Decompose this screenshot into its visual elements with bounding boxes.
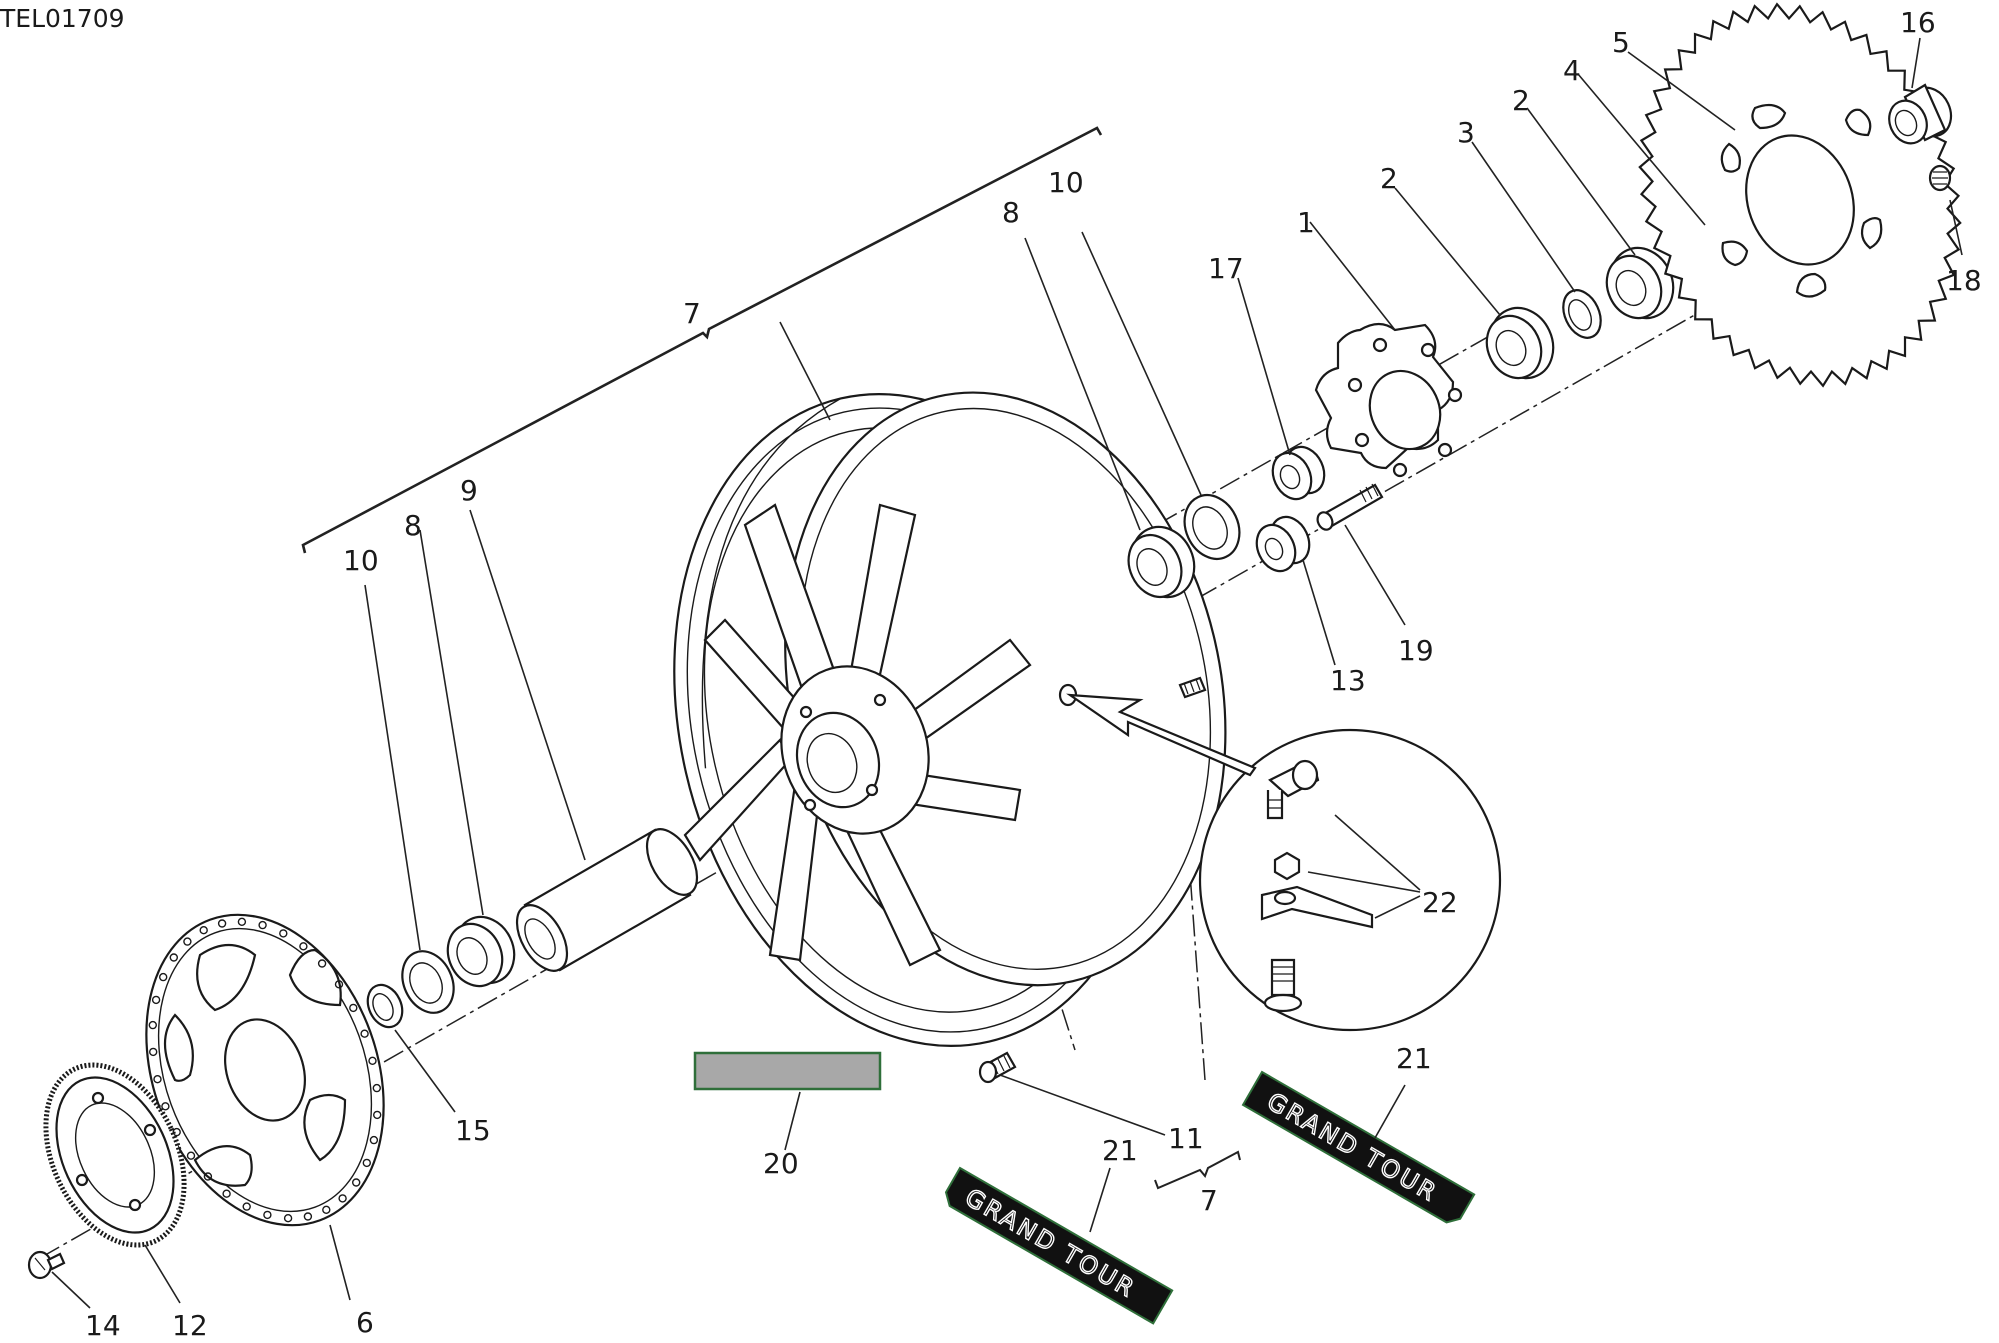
bearing-2-lower (1485, 306, 1555, 380)
bearing-2-upper (1605, 246, 1675, 320)
callout-5: 5 (1612, 26, 1630, 59)
disc-hole (283, 1213, 293, 1223)
disc-hole (199, 926, 208, 935)
bushing-13 (1255, 515, 1311, 573)
callout-9: 9 (460, 474, 478, 507)
decal-label-20 (693, 1051, 882, 1091)
disc-hole (217, 919, 227, 928)
ring-15 (366, 983, 404, 1029)
disc-hole (373, 1110, 382, 1120)
disc-hole (369, 1135, 379, 1145)
bearing-8-left (446, 915, 516, 988)
disc-hole (158, 972, 168, 982)
callout-17: 17 (1208, 252, 1244, 285)
callout-10-right: 10 (1048, 166, 1084, 199)
callout-6: 6 (356, 1306, 374, 1339)
callout-10-left: 10 (343, 544, 379, 577)
seal-10-left (401, 950, 455, 1014)
disc-hole (322, 1205, 331, 1215)
disc-hole (237, 917, 247, 926)
callout-22: 22 (1422, 886, 1458, 919)
disc-hole (368, 1056, 377, 1066)
decal-label-21-left: GRAND TOUR (944, 1166, 1174, 1325)
disc-hole (151, 995, 161, 1005)
spacer-17 (1271, 445, 1326, 501)
bolt-14 (27, 1250, 66, 1280)
callout-21-right: 21 (1396, 1042, 1432, 1075)
disc-hole (349, 1003, 358, 1013)
cap-16 (1888, 83, 1953, 145)
disc-hole (279, 929, 288, 938)
callout-14: 14 (85, 1309, 121, 1342)
callout-15: 15 (455, 1114, 491, 1147)
disc-hole (258, 920, 267, 930)
disc-hole (161, 1102, 170, 1111)
callout-21-left: 21 (1102, 1134, 1138, 1167)
disc-hole (317, 959, 327, 968)
callout-19: 19 (1398, 634, 1434, 667)
disc-hole (338, 1194, 347, 1203)
nut-18 (1928, 164, 1952, 192)
spacer-tube-9 (515, 828, 699, 972)
sprocket-5 (1638, 2, 1962, 388)
disc-hole (169, 953, 179, 962)
pin-19 (1316, 483, 1384, 531)
callout-1: 1 (1297, 206, 1315, 239)
callout-7-bottom: 7 (1200, 1184, 1218, 1217)
callout-4: 4 (1563, 54, 1581, 87)
bracket-7-bottom (1154, 1150, 1241, 1190)
callout-7-top: 7 (683, 297, 701, 330)
tone-ring-12 (43, 1062, 187, 1248)
disc-hole (183, 937, 192, 946)
callout-16: 16 (1900, 6, 1936, 39)
decal-text-left: GRAND TOUR (960, 1183, 1141, 1304)
callout-11: 11 (1168, 1122, 1204, 1155)
spacer-ring-3 (1562, 289, 1602, 339)
disc-hole (372, 1083, 381, 1093)
leader-lines (51, 37, 1963, 1309)
callout-numbers: 1 2 2 3 4 5 6 7 7 8 8 9 10 10 11 12 13 1… (85, 6, 1982, 1342)
disc-hole (148, 1047, 158, 1057)
callout-13: 13 (1330, 664, 1366, 697)
decal-text-right: GRAND TOUR (1262, 1087, 1443, 1208)
disc-hole (334, 980, 344, 989)
disc-hole (360, 1029, 369, 1038)
bearing-8-right (1127, 525, 1196, 599)
sprocket-carrier-1 (1314, 322, 1463, 478)
wheel-hub (780, 665, 930, 835)
disc-hole (153, 1074, 162, 1084)
disc-hole (203, 1172, 213, 1181)
bracket-7-top (301, 126, 1103, 554)
valve-11 (978, 1051, 1017, 1084)
disc-hole (352, 1178, 361, 1187)
disc-hole (242, 1202, 251, 1211)
callout-20: 20 (763, 1147, 799, 1180)
disc-hole (186, 1151, 196, 1160)
callout-3: 3 (1457, 116, 1475, 149)
disc-hole (299, 942, 308, 951)
disc-hole (303, 1212, 313, 1221)
callout-8-left: 8 (404, 509, 422, 542)
disc-hole (362, 1158, 371, 1168)
decal-label-21-right: GRAND TOUR (1241, 1070, 1476, 1224)
seal-10-right (1183, 494, 1241, 560)
disc-hole (263, 1210, 272, 1220)
callout-18: 18 (1946, 264, 1982, 297)
callout-2-upper: 2 (1512, 84, 1530, 117)
callout-8-right: 8 (1002, 196, 1020, 229)
brake-disc-6 (145, 913, 385, 1227)
callout-2-lower: 2 (1380, 162, 1398, 195)
diagram-code: TEL01709 (0, 4, 125, 33)
rim-hole-screw (1058, 676, 1207, 707)
disc-hole (222, 1189, 231, 1198)
disc-hole (148, 1020, 158, 1030)
callout-12: 12 (172, 1309, 208, 1342)
